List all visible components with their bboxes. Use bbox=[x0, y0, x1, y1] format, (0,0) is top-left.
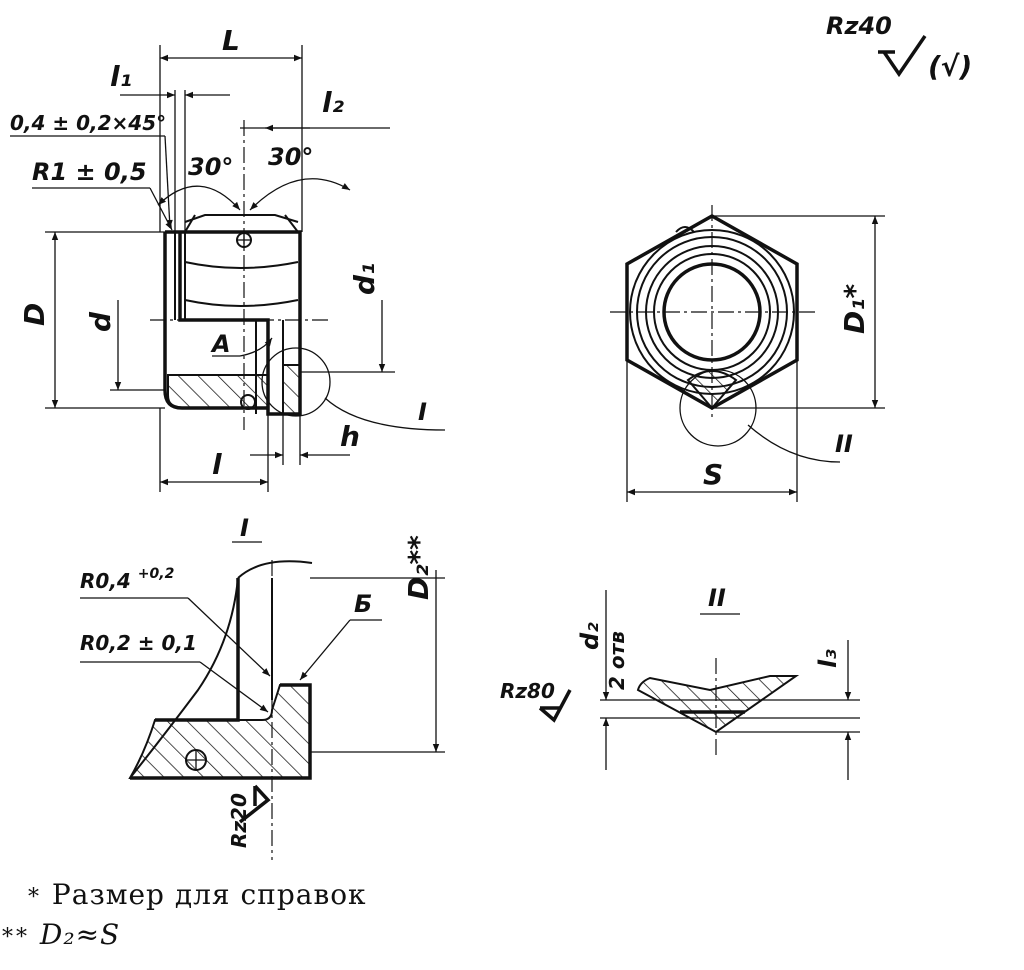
dim-L: L bbox=[222, 24, 240, 57]
dim-l3: l₃ bbox=[814, 649, 842, 668]
footnote-1: * Размер для справок bbox=[28, 878, 367, 911]
footnote-2-text: D₂≈S bbox=[39, 918, 121, 951]
detail-callout-I: I bbox=[418, 398, 427, 426]
footnote-2: ** D₂≈S bbox=[2, 918, 120, 951]
radius-label: R1 ± 0,5 bbox=[32, 158, 147, 186]
general-roughness-symbol: Rz40 (√) bbox=[826, 12, 972, 83]
label-A: A bbox=[210, 330, 231, 358]
angle-left: 30° bbox=[188, 153, 233, 181]
dim-h: h bbox=[340, 420, 360, 453]
chamfer-label: 0,4 ± 0,2×45° bbox=[10, 111, 166, 135]
general-roughness-value: Rz40 bbox=[826, 12, 892, 40]
dim-l2: l₂ bbox=[322, 86, 345, 119]
dim-l1: l₁ bbox=[110, 60, 132, 93]
detail-II-title: II bbox=[708, 584, 726, 612]
detail-II-roughness: Rz80 bbox=[500, 679, 555, 703]
holes-count: 2 отв bbox=[605, 631, 629, 690]
dim-D: D bbox=[18, 303, 51, 326]
detail-I-roughness: Rz20 bbox=[227, 793, 251, 848]
dim-S: S bbox=[703, 458, 723, 491]
footnote-1-text: Размер для справок bbox=[51, 878, 367, 911]
dim-d: d bbox=[84, 311, 117, 332]
angle-right: 30° bbox=[268, 143, 313, 171]
dim-D2: D₂** bbox=[402, 535, 435, 600]
dim-D1: D₁* bbox=[838, 283, 871, 334]
detail-I-radius-top: R0,4 +0,2 bbox=[80, 566, 174, 593]
parenthesized-roughness-mark: (√) bbox=[928, 50, 972, 83]
detail-I: I R0,4 +0,2 R0,2 ± 0,1 Б D₂** bbox=[80, 514, 445, 860]
detail-callout-II: II bbox=[835, 430, 853, 458]
detail-I-label-B: Б bbox=[354, 590, 372, 618]
dim-d1: d₁ bbox=[348, 263, 381, 295]
footnote-1-mark: * bbox=[28, 885, 42, 910]
main-view: I L l₁ 0,4 ± 0,2×45° l₂ R1 ± 0,5 30° 30° bbox=[10, 24, 446, 492]
dim-l: l bbox=[212, 448, 222, 481]
end-view: II D₁* S bbox=[610, 205, 885, 502]
footnote-2-mark: ** bbox=[2, 925, 30, 950]
detail-I-title: I bbox=[240, 514, 249, 542]
dim-d2: d₂ bbox=[576, 622, 604, 650]
detail-II: II d₂ 2 отв l₃ Rz80 bbox=[500, 584, 860, 780]
detail-I-radius-bottom: R0,2 ± 0,1 bbox=[80, 631, 197, 655]
